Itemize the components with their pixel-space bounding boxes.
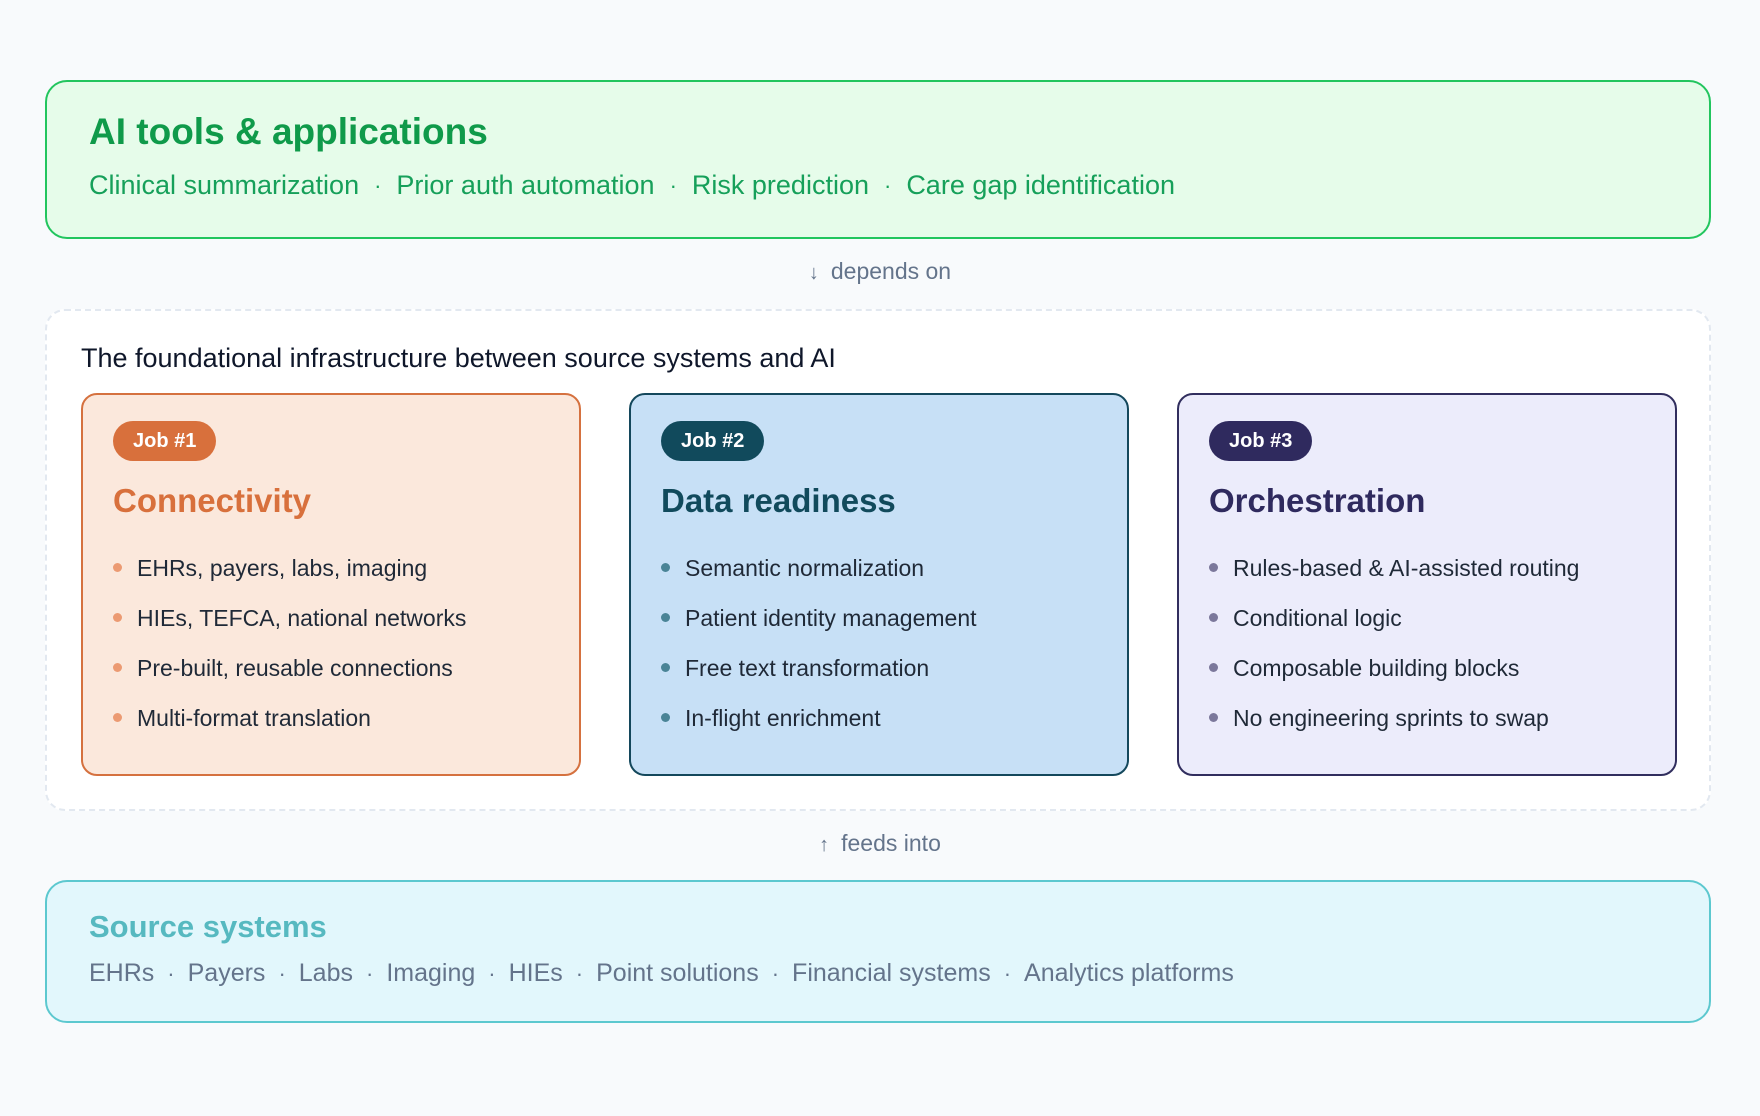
bullet-dot-icon [1209,662,1218,672]
ai-tool-item: Prior auth automation [396,170,655,201]
job-title: Data readiness [661,482,896,519]
infrastructure-title: The foundational infrastructure between … [81,343,836,373]
separator-dot: · [669,172,677,198]
bullet-dot-icon [1209,712,1218,722]
ai-tool-item: Clinical summarization [89,170,360,201]
separator-dot: · [278,960,286,986]
list-item-text: No engineering sprints to swap [1233,704,1549,731]
separator-dot: · [167,960,175,986]
bullet-dot-icon [113,712,122,722]
source-systems-box: Source systems EHRs · Payers · Labs · Im… [45,880,1711,1023]
list-item: Pre-built, reusable connections [113,643,549,693]
list-item-text: HIEs, TEFCA, national networks [137,604,467,631]
source-item: Payers [187,959,266,988]
job-feature-list: Rules-based & AI-assisted routing Condit… [1209,543,1645,743]
list-item: Rules-based & AI-assisted routing [1209,543,1645,593]
separator-dot: · [1003,960,1012,986]
separator-dot: · [771,960,780,986]
separator-dot: · [883,172,892,198]
list-item-text: Composable building blocks [1233,654,1520,681]
source-item: Labs [298,959,353,988]
separator-dot: · [575,960,584,986]
ai-tool-item: Risk prediction [691,170,869,201]
source-item: HIEs [508,959,563,988]
list-item: Multi-format translation [113,693,549,743]
list-item: HIEs, TEFCA, national networks [113,593,549,643]
list-item-text: In-flight enrichment [685,704,881,731]
source-item: Analytics platforms [1024,959,1234,988]
bullet-dot-icon [1209,562,1218,572]
job-badge: Job #2 [661,421,765,461]
list-item-text: Pre-built, reusable connections [137,654,453,681]
bullet-dot-icon [113,562,122,572]
job-title: Connectivity [113,482,312,519]
separator-dot: · [374,172,382,198]
job-title: Orchestration [1209,482,1426,519]
bullet-dot-icon [113,662,122,672]
ai-tools-list: Clinical summarization · Prior auth auto… [89,170,1667,201]
list-item: No engineering sprints to swap [1209,693,1645,743]
ai-tools-title: AI tools & applications [89,111,488,152]
job-card-orchestration: Job #3 Orchestration Rules-based & AI-as… [1177,393,1677,776]
bullet-dot-icon [661,562,670,572]
bullet-dot-icon [113,612,122,622]
separator-dot: · [365,960,374,986]
job-feature-list: Semantic normalization Patient identity … [661,543,1097,743]
connector-label: depends on [830,258,952,284]
source-systems-list: EHRs · Payers · Labs · Imaging · HIEs · … [89,959,1667,988]
bullet-dot-icon [661,662,670,672]
list-item: Patient identity management [661,593,1097,643]
list-item: Semantic normalization [661,543,1097,593]
ai-tool-item: Care gap identification [906,170,1175,201]
bullet-dot-icon [661,612,670,622]
list-item: Free text transformation [661,643,1097,693]
job-badge: Job #1 [113,421,217,461]
list-item-text: Free text transformation [685,654,930,681]
job-card-connectivity: Job #1 Connectivity EHRs, payers, labs, … [81,393,581,776]
list-item-text: Semantic normalization [685,554,925,581]
list-item: Conditional logic [1209,593,1645,643]
depends-on-connector: ↓ depends on [0,258,1760,285]
source-item: Imaging [386,959,476,988]
list-item-text: Multi-format translation [137,704,371,731]
separator-dot: · [488,960,496,986]
source-item: Financial systems [792,959,991,988]
connector-label: feeds into [841,830,941,856]
list-item-text: Patient identity management [685,604,977,631]
list-item: In-flight enrichment [661,693,1097,743]
feeds-into-connector: ↑ feeds into [0,830,1760,857]
source-item: Point solutions [596,959,759,988]
bullet-dot-icon [661,712,670,722]
ai-tools-box: AI tools & applications Clinical summari… [45,80,1711,239]
list-item-text: Rules-based & AI-assisted routing [1233,554,1580,581]
bullet-dot-icon [1209,612,1218,622]
arrow-down-icon: ↓ [808,262,819,284]
list-item-text: Conditional logic [1233,604,1402,631]
source-systems-title: Source systems [89,909,327,944]
arrow-up-icon: ↑ [819,834,830,856]
infrastructure-frame: The foundational infrastructure between … [45,309,1711,811]
list-item: Composable building blocks [1209,643,1645,693]
job-card-data-readiness: Job #2 Data readiness Semantic normaliza… [629,393,1129,776]
list-item: EHRs, payers, labs, imaging [113,543,549,593]
source-item: EHRs [89,959,155,988]
job-feature-list: EHRs, payers, labs, imaging HIEs, TEFCA,… [113,543,549,743]
list-item-text: EHRs, payers, labs, imaging [137,554,428,581]
job-badge: Job #3 [1209,421,1313,461]
